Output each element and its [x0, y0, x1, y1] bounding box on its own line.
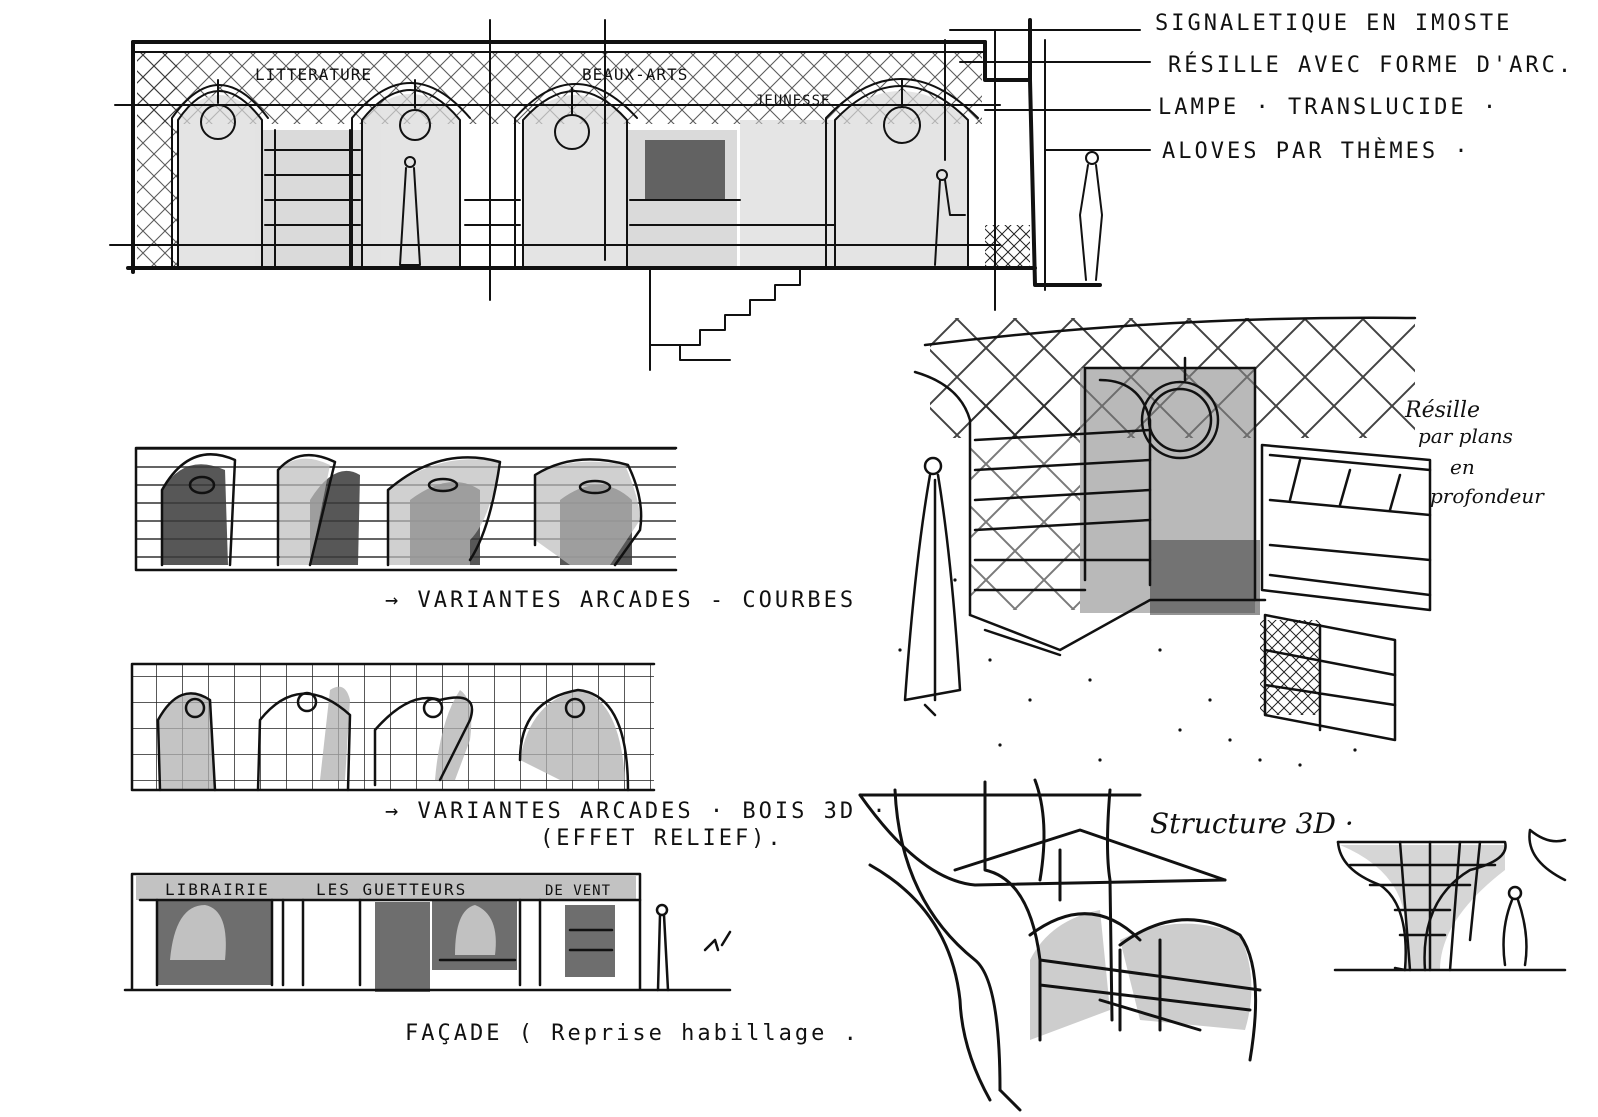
facade-sign-vent: DE VENT	[545, 883, 611, 899]
caption-structure-3d: Structure 3D ·	[1150, 807, 1354, 840]
facade-drawing: LIBRAIRIE LES GUETTEURS DE VENT FAÇADE (…	[123, 872, 860, 1046]
caption-variantes-bois-line-2: (EFFET RELIEF).	[540, 826, 784, 851]
facade-sign-librairie: LIBRAIRIE	[165, 880, 270, 899]
section-label-beaux-arts: BEAUX-ARTS	[582, 65, 688, 84]
structure-3d-drawing: Structure 3D ·	[858, 778, 1567, 1112]
perspective-drawing: Résille par plans en profondeur	[898, 316, 1545, 767]
caption-variantes-bois-line-1: → VARIANTES ARCADES · BOIS 3D ·	[385, 799, 889, 824]
caption-variantes-courbes: → VARIANTES ARCADES - COURBES	[385, 588, 856, 613]
section-label-jeunesse: JEUNESSE	[755, 93, 830, 109]
perspective-note-line-3: en	[1450, 455, 1475, 479]
variants-wood-drawing: → VARIANTES ARCADES · BOIS 3D · (EFFET R…	[130, 662, 889, 851]
caption-facade: FAÇADE ( Reprise habillage .	[405, 1021, 860, 1046]
perspective-note-line-1: Résille	[1404, 398, 1480, 423]
perspective-note-line-2: par plans	[1418, 424, 1513, 448]
facade-sign-guetteurs: LES GUETTEURS	[316, 880, 467, 899]
annotation-alcoves: ALOVES PAR THÈMES ·	[1162, 138, 1471, 164]
variants-curves-drawing: → VARIANTES ARCADES - COURBES	[134, 446, 856, 613]
perspective-note-line-4: profondeur	[1430, 484, 1545, 508]
section-label-litterature: LITTERATURE	[255, 65, 372, 84]
annotation-signage: SIGNALETIQUE EN IMOSTE	[1155, 11, 1512, 36]
annotation-lamp: LAMPE · TRANSLUCIDE ·	[1158, 95, 1499, 120]
elevation-drawing: LITTERATURE BEAUX-ARTS JEUNESSE SIGNALET…	[109, 11, 1574, 371]
annotation-lattice: RÉSILLE AVEC FORME D'ARC.	[1168, 52, 1574, 78]
